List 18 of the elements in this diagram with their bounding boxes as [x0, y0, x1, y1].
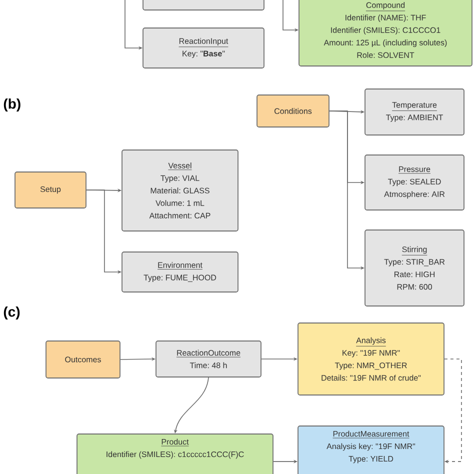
category-box: Conditions [256, 94, 330, 128]
analysis-box: Analysis Key: "19F NMR" Type: NMR_OTHER Details: "19F NMR of crude" [298, 322, 444, 396]
category-box: Outcomes [46, 340, 120, 378]
record-box: Environment Type: FUME_HOOD [122, 252, 238, 292]
compound-box: Compound Identifier (NAME): THF Identifier (SMILES): C1CCCO1 Amount: 125 µL (including solutes) Role: SOLVENT [298, 0, 472, 66]
record-box: Vessel Type: VIAL Material: GLASS Volume: 1 mL Attachment: CAP [122, 150, 238, 232]
panel-label: (c) [4, 306, 20, 320]
record-box: Temperature Type: AMBIENT [364, 88, 464, 136]
category-box: Setup [14, 172, 86, 208]
measurement-box: ProductMeasurement Analysis key: "19F NMR" Type: YIELD [298, 426, 444, 474]
record-box: Stirring Type: STIR_BAR Rate: HIGH RPM: 600 [364, 230, 464, 306]
record-box [142, 0, 264, 10]
record-box: ReactionInput Key: "Base" [142, 28, 264, 68]
panel-label: (b) [4, 98, 20, 112]
compound-box: Product Identifier (SMILES): c1ccccc1CCC(F)C [76, 434, 274, 474]
arrow [444, 358, 462, 464]
record-box: ReactionOutcome Time: 48 h [156, 340, 262, 378]
record-box: Pressure Type: SEALED Atmosphere: AIR [364, 154, 464, 210]
